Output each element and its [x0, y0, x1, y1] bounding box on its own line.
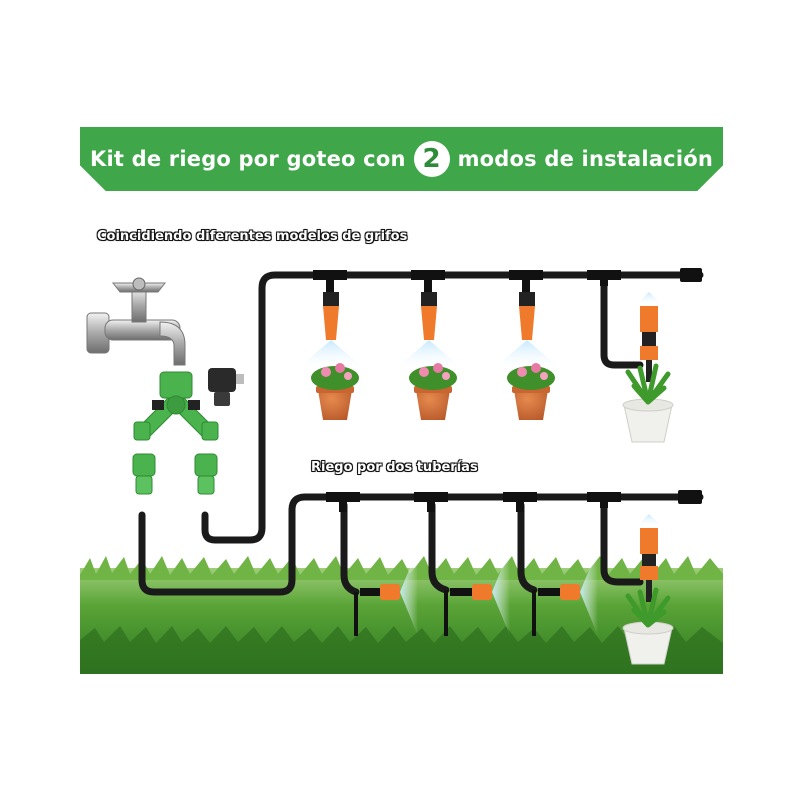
- banner-text-after: modos de instalación: [457, 147, 714, 171]
- flower-pot-icon: [311, 363, 555, 420]
- y-splitter-icon: [133, 371, 219, 441]
- faucet-adapter-icon: [208, 368, 244, 406]
- drip-tubing: [138, 271, 704, 596]
- lower-emitter-row: [326, 490, 702, 636]
- tee-connector-icon: [313, 268, 702, 292]
- ground-spike-icon: [354, 584, 580, 636]
- stake-emitter-icon: [636, 292, 662, 602]
- quick-connector-right-icon: [194, 453, 218, 495]
- upper-emitter-row: [296, 268, 702, 370]
- water-spray-icon: [296, 340, 562, 370]
- sprinkler-emitter-icon: [323, 292, 535, 340]
- potted-plant-icon: [622, 363, 674, 665]
- quick-connector-left-icon: [132, 453, 156, 495]
- faucet-icon: [86, 277, 186, 366]
- two-pipes-label: Riego por dos tuberías: [311, 460, 478, 475]
- grass-field: [80, 556, 723, 674]
- faucet-models-label: Coincidiendo diferentes modelos de grifo…: [97, 229, 408, 244]
- side-spray-icon: [400, 548, 598, 636]
- title-banner: Kit de riego por goteo con 2 modos de in…: [80, 127, 723, 191]
- banner-text-before: Kit de riego por goteo con: [89, 147, 406, 171]
- banner-number-badge: 2: [413, 141, 450, 177]
